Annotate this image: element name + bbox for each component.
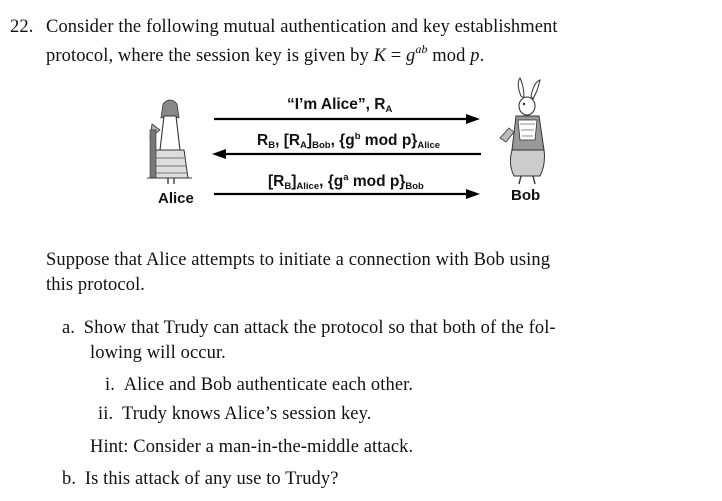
item-a-line-1: Show that Trudy can attack the protocol … — [83, 318, 556, 338]
protocol-diagram — [147, 77, 545, 199]
paragraph-line-1: Suppose that Alice attempts to initiate … — [46, 250, 551, 270]
message-1: “I’m Alice”, RA — [287, 96, 392, 115]
message-3-part2: ] — [291, 173, 297, 190]
message-2-part3: ] — [306, 132, 313, 149]
item-a: a. Show that Trudy can attack the protoc… — [62, 318, 556, 339]
message-3-bob-sub: Bob — [405, 181, 424, 192]
alice-illustration — [147, 99, 192, 184]
base-variable: g — [406, 46, 416, 66]
item-i: i. Alice and Bob authenticate each other… — [105, 375, 413, 396]
message-3-a-sup: a — [343, 172, 349, 183]
arrowhead-left — [212, 149, 226, 159]
exponent: ab — [415, 42, 428, 56]
hint: Hint: Consider a man-in-the-middle attac… — [90, 437, 414, 457]
message-3-part1: [R — [268, 173, 285, 190]
message-1-text: “I’m Alice”, R — [287, 96, 386, 113]
arrowhead-right-1 — [466, 114, 480, 124]
question-line-2-text: protocol, where the session key is given… — [46, 46, 374, 66]
key-variable: K — [373, 46, 387, 66]
message-2-ra-sub: A — [300, 140, 307, 151]
message-3-part3: , {g — [319, 173, 344, 190]
item-b: b. Is this attack of any use to Trudy? — [62, 469, 339, 490]
equals-sign: = — [386, 46, 407, 66]
message-3-alice-sub: Alice — [296, 181, 320, 192]
message-2-b-sup: b — [354, 131, 361, 142]
message-3-rb-sub: B — [284, 181, 292, 192]
period: . — [479, 46, 485, 66]
message-2-alice-sub: Alice — [417, 140, 441, 151]
item-a-label: a. — [62, 318, 76, 338]
message-1-sub: A — [385, 104, 393, 115]
message-2-part4: , {g — [330, 132, 355, 149]
mod-word: mod — [427, 46, 471, 66]
question-line-2: protocol, where the session key is given… — [46, 42, 484, 67]
message-3-part4: mod p} — [348, 173, 406, 190]
message-2-part5: mod p} — [360, 132, 418, 149]
question-number: 22. — [10, 17, 34, 37]
message-2-rb-sub: B — [268, 140, 276, 151]
modulus-variable: p — [470, 46, 480, 66]
message-2-bob-sub: Bob — [312, 140, 331, 151]
item-ii-label: ii. — [98, 404, 114, 424]
message-2-part2: , [R — [275, 132, 301, 149]
bob-label: Bob — [511, 187, 541, 204]
alice-label: Alice — [158, 190, 194, 207]
message-3: [RB]Alice, {ga mod p}Bob — [268, 172, 424, 192]
paragraph-line-2: this protocol. — [46, 275, 146, 295]
item-ii-text: Trudy knows Alice’s session key. — [121, 404, 372, 424]
message-2-rb: R — [257, 132, 269, 149]
item-i-text: Alice and Bob authenticate each other. — [123, 375, 414, 395]
item-i-label: i. — [105, 375, 115, 395]
question-line-1: Consider the following mutual authentica… — [46, 17, 558, 37]
item-ii: ii. Trudy knows Alice’s session key. — [98, 404, 372, 425]
bob-illustration — [499, 77, 545, 185]
arrowhead-right-2 — [466, 189, 480, 199]
item-b-label: b. — [62, 469, 77, 489]
item-a-line-2: lowing will occur. — [90, 343, 226, 363]
message-2: RB, [RA]Bob, {gb mod p}Alice — [257, 131, 440, 151]
item-b-text: Is this attack of any use to Trudy? — [84, 469, 339, 489]
